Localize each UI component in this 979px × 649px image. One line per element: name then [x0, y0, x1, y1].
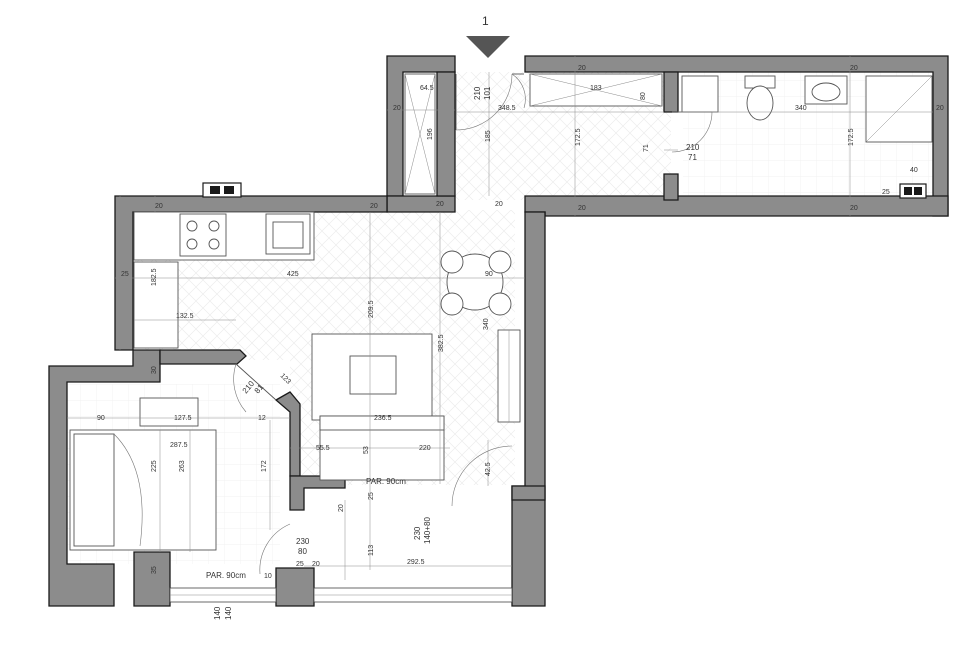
- dim-hall-196: 196: [427, 128, 434, 140]
- wall-bottom-pier: [275, 567, 315, 607]
- wall-corridor-bottom: [524, 195, 949, 217]
- door-balcony-height: 230: [413, 526, 422, 540]
- dim-liv-236-5: 236.5: [374, 415, 392, 422]
- dim-bed-123: 123: [279, 372, 292, 385]
- dim-bath-340: 340: [795, 105, 807, 112]
- wall-kitchen-top: [114, 195, 388, 351]
- dim-bath-20-b: 20: [936, 105, 944, 112]
- dim-bed-172: 172: [261, 460, 268, 472]
- dim-hall-20-a: 20: [393, 105, 401, 112]
- dim-bed-225: 225: [151, 460, 158, 472]
- wall-balcony-stub: [511, 485, 546, 501]
- door-bath-width: 71: [688, 153, 697, 162]
- wall-bath-partition-low: [663, 173, 679, 201]
- door-entrance-height: 210: [473, 86, 482, 100]
- wall-bath-partition: [663, 71, 679, 113]
- dim-liv-55-5: 55.5: [316, 445, 330, 452]
- door-bottom-a: 140: [213, 606, 222, 620]
- section-marker-label: 1: [482, 14, 489, 28]
- dim-corr-183: 183: [590, 85, 602, 92]
- dim-bath-20-d: 20: [578, 205, 586, 212]
- dim-bed-287-5: 287.5: [170, 442, 188, 449]
- dim-bed-35: 35: [151, 566, 158, 574]
- door-labels: 210 101 210 71 210 81 230 80 230 140+80 …: [206, 86, 700, 620]
- dim-kit-25: 25: [121, 271, 129, 278]
- dim-liv-220: 220: [419, 445, 431, 452]
- label-parapet-living: PAR. 90cm: [366, 477, 406, 486]
- door-bedwin-width: 80: [298, 547, 307, 556]
- dim-bal-25-b: 25: [296, 561, 304, 568]
- dim-bath-20-a: 20: [850, 65, 858, 72]
- wall-partition-upper: [159, 349, 247, 365]
- label-parapet-bedroom: PAR. 90cm: [206, 571, 246, 580]
- windows: [169, 329, 521, 603]
- dim-corr-172-5: 172.5: [575, 128, 582, 146]
- door-bottom-b: 140: [224, 606, 233, 620]
- dim-kit-382-5: 382.5: [438, 334, 445, 352]
- vent-blocks: [202, 182, 927, 199]
- dim-bed-30: 30: [151, 366, 158, 374]
- dim-kit-90: 90: [485, 271, 493, 278]
- dim-bed-12: 12: [258, 415, 266, 422]
- dim-kit-425: 425: [287, 271, 299, 278]
- wall-hall-bottom: [386, 195, 456, 213]
- dim-bal-113: 113: [368, 545, 375, 556]
- dim-kit-132-5: 132.5: [176, 313, 194, 320]
- fridge: [133, 261, 179, 349]
- dim-liv-42-5: 42.5: [485, 462, 492, 476]
- bedside: [139, 397, 199, 427]
- dim-bal-20-b: 20: [312, 561, 320, 568]
- door-entrance-width: 101: [483, 86, 492, 100]
- toilet-bowl: [746, 85, 774, 121]
- dim-liv-53: 53: [363, 446, 370, 454]
- dim-bath-172-5: 172.5: [848, 128, 855, 146]
- walls: [48, 55, 949, 607]
- dim-bed-90: 90: [97, 415, 105, 422]
- wall-bedroom-left: [48, 349, 161, 607]
- dim-bal-25-a: 25: [368, 492, 375, 500]
- door-bedwin-height: 230: [296, 537, 310, 546]
- dim-bed-127-5: 127.5: [174, 415, 192, 422]
- dim-bath-20-c: 20: [850, 205, 858, 212]
- dimension-lines: [67, 56, 933, 580]
- dim-kit-20-b: 20: [370, 203, 378, 210]
- dim-corr-348-5: 348.5: [498, 105, 516, 112]
- dim-kit-209-5: 209.5: [368, 300, 375, 318]
- dim-hall-20-b: 20: [436, 201, 444, 208]
- dim-kit-20-c: 20: [495, 201, 503, 208]
- dim-kit-340: 340: [483, 318, 490, 330]
- dim-kit-20-a: 20: [155, 203, 163, 210]
- bed-cover: [113, 433, 143, 547]
- dim-corr-20: 20: [578, 65, 586, 72]
- dim-bath-40: 40: [910, 167, 918, 174]
- dimension-labels: 64.5 20 196 20 348.5 185 183 80 172.5 71…: [97, 65, 944, 580]
- dim-corr-185: 185: [485, 130, 492, 142]
- dim-bed-263: 263: [179, 460, 186, 472]
- wall-partition-lower: [289, 475, 346, 511]
- door-balcony-width: 140+80: [423, 517, 432, 544]
- dim-kit-182-5: 182.5: [151, 268, 158, 286]
- washing-machine: [681, 75, 719, 113]
- furniture: [69, 73, 933, 551]
- cooktop: [179, 213, 227, 257]
- wall-bedroom-bottom: [133, 551, 171, 607]
- dim-bal-20: 20: [338, 504, 345, 512]
- dim-bal-292-5: 292.5: [407, 559, 425, 566]
- door-bath-height: 210: [686, 143, 700, 152]
- wall-shaft: [436, 71, 456, 197]
- dim-corr-80: 80: [640, 92, 647, 100]
- dim-bal-10: 10: [264, 573, 272, 580]
- dim-corr-71: 71: [643, 144, 650, 152]
- section-marker: 1: [466, 14, 510, 58]
- dim-hall-64-5: 64.5: [420, 85, 434, 92]
- dim-bath-25: 25: [882, 189, 890, 196]
- coffee-table: [349, 355, 397, 395]
